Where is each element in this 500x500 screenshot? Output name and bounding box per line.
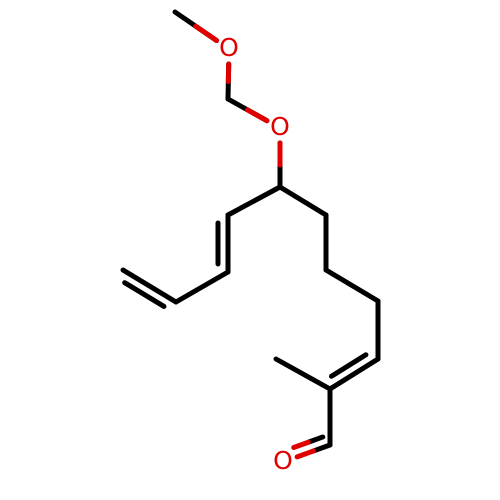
bond-c6-c5 xyxy=(225,184,283,218)
bond-layer xyxy=(120,9,381,460)
atom-o-aldehyde: O xyxy=(273,446,293,475)
bond-c6-c7 xyxy=(277,184,329,218)
atom-o-methoxy: O xyxy=(219,33,239,62)
bond-c8-c9 xyxy=(323,267,381,304)
bond-c12-o-c-half xyxy=(311,442,333,454)
bond-c10-c11-double xyxy=(328,352,369,379)
bond-ch2-o-o-half xyxy=(244,107,270,124)
bond-c11-methyl xyxy=(273,356,333,392)
atom-o-ether: O xyxy=(270,112,290,141)
bond-c12-o-o-half xyxy=(294,448,317,460)
bond-c12-o-double-o-half xyxy=(291,439,311,450)
bond-c4-c3 xyxy=(173,269,231,305)
bond-c10-c11 xyxy=(327,356,381,392)
bond-methyl-o-o-half xyxy=(193,23,220,44)
bond-c3-c2-double xyxy=(122,280,167,309)
atom-label-layer: O O O xyxy=(219,33,293,475)
bond-c3-c2 xyxy=(120,267,179,305)
bond-c12-o-double-c-half xyxy=(305,434,326,445)
